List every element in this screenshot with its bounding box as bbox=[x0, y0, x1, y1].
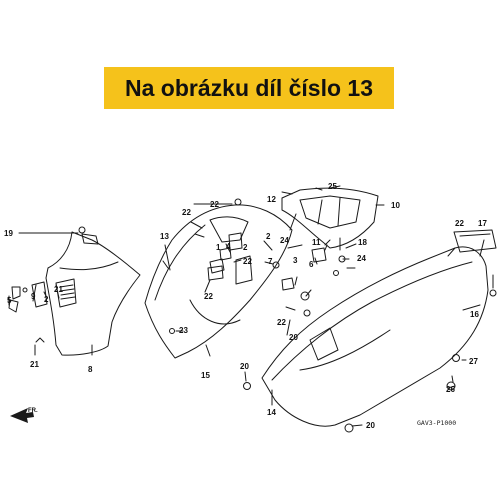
part-label-5: 5 bbox=[7, 296, 12, 305]
part-label-13: 13 bbox=[160, 232, 169, 241]
part-label-15: 15 bbox=[201, 371, 210, 380]
part-label-19: 19 bbox=[4, 229, 13, 238]
part-label-11: 11 bbox=[312, 238, 321, 247]
part-number-banner: Na obrázku díl číslo 13 bbox=[104, 67, 394, 109]
body-cover-part-16 bbox=[261, 246, 489, 427]
part-label-20-a: 20 bbox=[289, 333, 298, 342]
part-label-25: 25 bbox=[328, 182, 337, 191]
part-label-22-d: 22 bbox=[204, 292, 213, 301]
part-label-20-b: 20 bbox=[240, 362, 249, 371]
small-lid-part-9 bbox=[31, 281, 48, 308]
part-label-24-b: 24 bbox=[357, 254, 366, 263]
part-label-2-c: 2 bbox=[266, 232, 271, 241]
grille-vent bbox=[55, 278, 77, 308]
fr-arrow-icon: FR. bbox=[10, 408, 38, 423]
part-label-16: 16 bbox=[470, 310, 479, 319]
part-label-22-f: 22 bbox=[455, 219, 464, 228]
part-label-2-b: 2 bbox=[243, 243, 248, 252]
part-label-1: 1 bbox=[216, 243, 221, 252]
part-label-4: 4 bbox=[226, 242, 231, 251]
front-cover-part-8 bbox=[45, 231, 141, 356]
part-label-2-a: 2 bbox=[44, 295, 49, 304]
diagram-code: GAV3-P1000 bbox=[417, 419, 456, 427]
part-label-27: 27 bbox=[469, 357, 478, 366]
part-label-23: 23 bbox=[179, 326, 188, 335]
part-label-26: 26 bbox=[446, 385, 455, 394]
part-label-7: 7 bbox=[268, 257, 273, 266]
part-label-22-c: 22 bbox=[243, 257, 252, 266]
part-label-24-a: 24 bbox=[280, 236, 289, 245]
part-label-22-b: 22 bbox=[210, 200, 219, 209]
rear-side-panel-part-13 bbox=[144, 204, 293, 359]
rear-grip-rack-part-10 bbox=[281, 187, 379, 249]
tail-cover-part-17 bbox=[453, 229, 497, 253]
part-label-9: 9 bbox=[31, 292, 36, 301]
part-label-6: 6 bbox=[309, 260, 314, 269]
part-label-21-b: 21 bbox=[30, 360, 39, 369]
front-marker-label: FR. bbox=[28, 408, 38, 414]
part-label-22-e: 22 bbox=[277, 318, 286, 327]
part-label-22-a: 22 bbox=[182, 208, 191, 217]
part-label-8: 8 bbox=[88, 365, 93, 374]
part-label-3: 3 bbox=[293, 256, 298, 265]
latch-part-5 bbox=[11, 286, 21, 300]
part-label-21-a: 21 bbox=[54, 285, 63, 294]
part-label-17: 17 bbox=[478, 219, 487, 228]
part-label-12: 12 bbox=[267, 195, 276, 204]
banner-text: Na obrázku díl číslo 13 bbox=[125, 74, 373, 101]
part-label-18: 18 bbox=[358, 238, 367, 247]
part-label-14: 14 bbox=[267, 408, 276, 417]
part-label-10: 10 bbox=[391, 201, 400, 210]
part-label-20-c: 20 bbox=[366, 421, 375, 430]
